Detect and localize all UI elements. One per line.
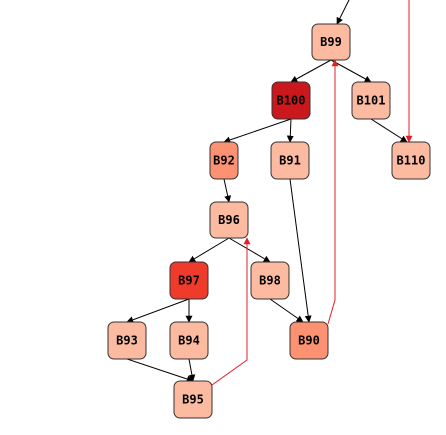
node-label-b93: B93 <box>116 334 138 348</box>
edge-b94-to-b95 <box>188 358 196 382</box>
node-b101[interactable]: B101 <box>351 81 391 120</box>
node-b92[interactable]: B92 <box>209 141 239 180</box>
node-label-b90: B90 <box>298 334 320 348</box>
node-b98[interactable]: B98 <box>250 261 290 300</box>
node-label-b100: B100 <box>277 94 306 108</box>
edge-b93-to-b95 <box>126 358 194 383</box>
node-box-b97 <box>169 261 209 300</box>
node-label-b101: B101 <box>357 94 386 108</box>
node-box-b93 <box>107 321 147 360</box>
node-b100[interactable]: B100 <box>271 81 311 120</box>
node-b97[interactable]: B97 <box>169 261 209 300</box>
node-b110[interactable]: B110 <box>391 141 431 180</box>
node-box-b95 <box>173 380 213 419</box>
node-b90[interactable]: B90 <box>289 321 329 360</box>
node-box-b94 <box>169 321 209 360</box>
node-box-b101 <box>351 81 391 120</box>
edge-b96-to-b97 <box>188 237 230 263</box>
edge-b96-to-b98 <box>228 237 271 263</box>
node-label-b92: B92 <box>213 154 235 168</box>
node-b95[interactable]: B95 <box>173 380 213 419</box>
node-label-b99: B99 <box>320 35 342 49</box>
node-box-b92 <box>209 141 239 180</box>
edge-b90-to-b99 <box>327 59 339 325</box>
edge-b95-to-b96 <box>211 237 251 386</box>
node-box-b99 <box>311 23 351 61</box>
node-box-b100 <box>271 81 311 120</box>
edge-b99-to-b100 <box>290 59 332 83</box>
edge-b98-to-b90 <box>269 298 304 323</box>
node-label-b98: B98 <box>259 274 281 288</box>
node-label-b97: B97 <box>178 274 200 288</box>
edge-b100-to-b91 <box>286 118 294 143</box>
edge-top-to-b99 <box>336 0 350 25</box>
node-box-b91 <box>270 141 310 180</box>
edge-b97-to-b93 <box>126 298 190 324</box>
edges-layer <box>126 0 413 386</box>
edge-b101-to-b110 <box>370 118 408 143</box>
edge-b91-to-b90 <box>289 178 312 323</box>
node-label-b110: B110 <box>397 154 426 168</box>
edge-b99-to-b101 <box>330 59 372 83</box>
node-label-b95: B95 <box>182 393 204 407</box>
node-box-b98 <box>250 261 290 300</box>
node-b91[interactable]: B91 <box>270 141 310 180</box>
node-label-b94: B94 <box>178 334 200 348</box>
node-label-b96: B96 <box>218 213 240 227</box>
edge-b92-to-b96 <box>223 178 232 203</box>
node-b93[interactable]: B93 <box>107 321 147 360</box>
node-b94[interactable]: B94 <box>169 321 209 360</box>
node-box-b90 <box>289 321 329 360</box>
node-b96[interactable]: B96 <box>209 201 249 239</box>
node-box-b96 <box>209 201 249 239</box>
node-b99[interactable]: B99 <box>311 23 351 61</box>
edge-b100-to-b92 <box>223 118 292 144</box>
node-box-b110 <box>391 141 431 180</box>
node-label-b91: B91 <box>279 154 301 168</box>
